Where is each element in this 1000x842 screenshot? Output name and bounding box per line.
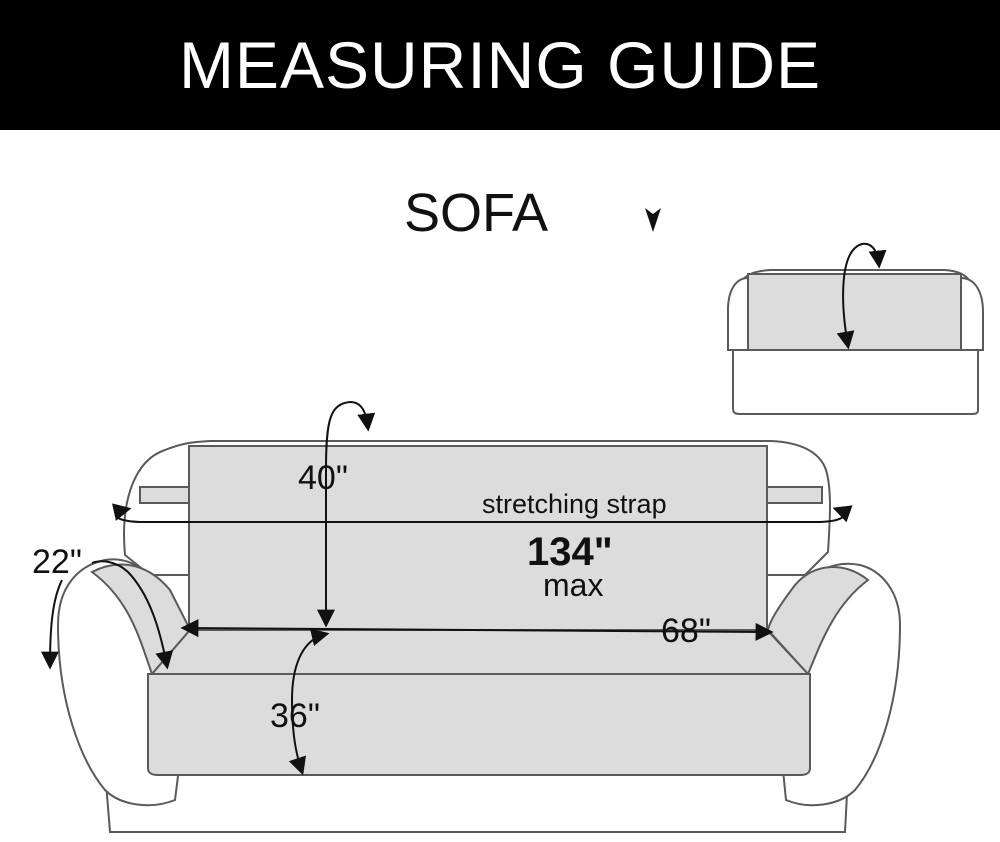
max-length-unit: max bbox=[543, 567, 604, 603]
seat-depth-label: 36" bbox=[270, 697, 320, 735]
arm-down-arrow bbox=[41, 579, 63, 670]
side-view-sofa bbox=[727, 269, 984, 415]
strap-loop-arrow bbox=[111, 503, 853, 523]
main-sofa bbox=[56, 440, 902, 833]
sofa-label: SOFA bbox=[404, 183, 549, 243]
down-arrow-icon bbox=[645, 208, 661, 232]
strap-label: stretching strap bbox=[482, 489, 667, 519]
seat-width-arrow bbox=[180, 619, 774, 641]
back-height-arrow bbox=[317, 400, 376, 628]
arm-depth-arrow bbox=[91, 560, 174, 670]
header-banner: MEASURING GUIDE bbox=[0, 0, 1000, 130]
max-length-value: 134" bbox=[527, 530, 613, 574]
side-view-wrap-arrow bbox=[836, 242, 887, 350]
page-title: MEASURING GUIDE bbox=[178, 28, 822, 102]
seat-depth-arrow bbox=[288, 628, 330, 776]
arm-depth-label: 22" bbox=[32, 543, 82, 581]
seat-width-label: 68" bbox=[661, 612, 711, 650]
measurement-arrows bbox=[41, 400, 853, 776]
back-height-label: 40" bbox=[298, 459, 348, 497]
